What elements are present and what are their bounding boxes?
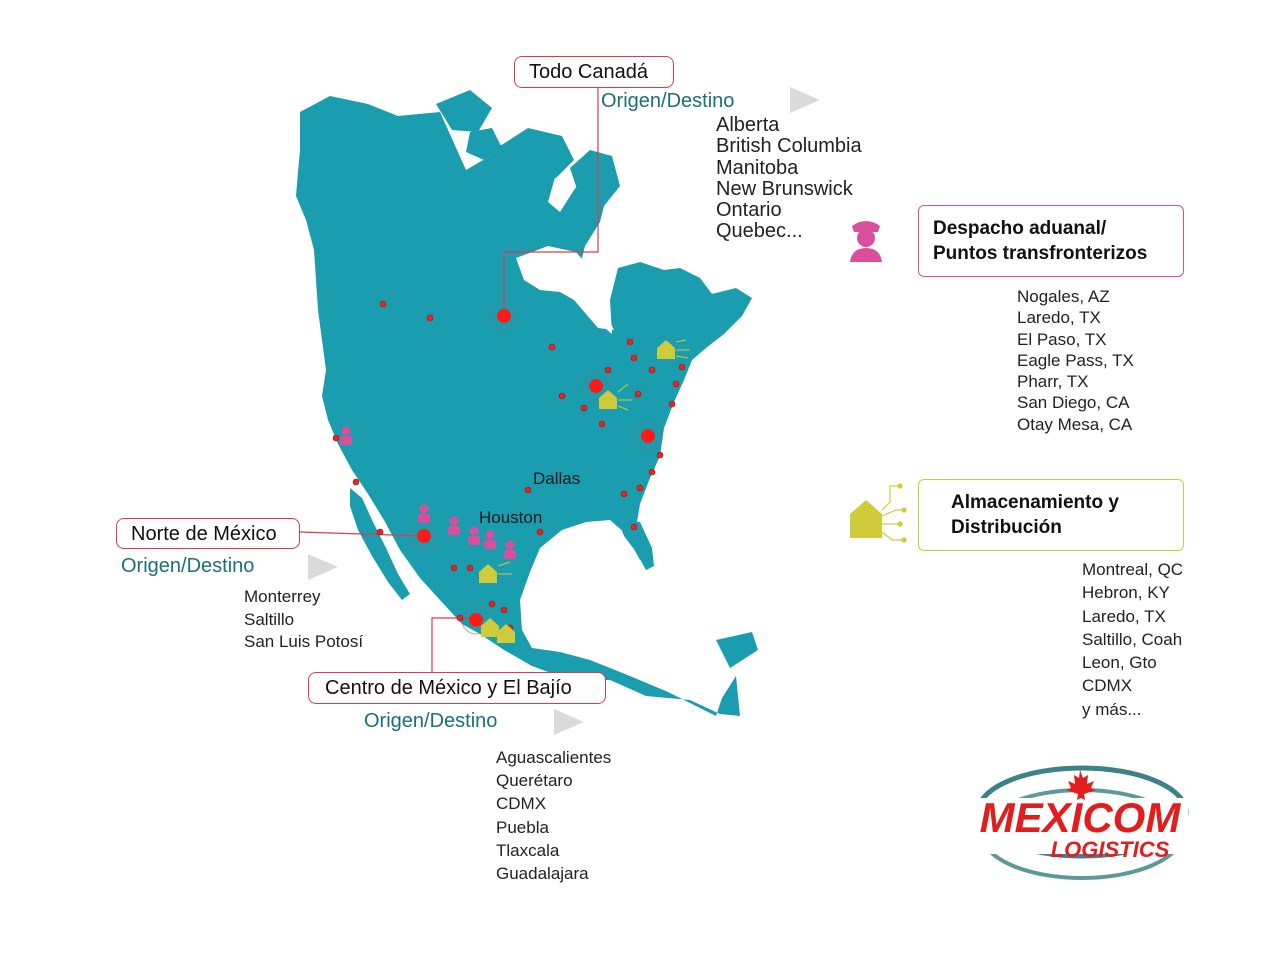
list-item: Laredo, TX	[1017, 308, 1101, 328]
warehouse-icon	[497, 624, 515, 643]
list-item: Ontario	[716, 199, 782, 222]
city-dots	[332, 300, 686, 632]
hub-north-mexico-dot	[417, 529, 431, 543]
list-item: Leon, Gto	[1082, 653, 1157, 673]
list-item: Puebla	[496, 817, 549, 837]
customs-point-list: Nogales, AZ Laredo, TX El Paso, TX Eagle…	[1017, 286, 1134, 435]
list-item: Monterrey	[244, 587, 321, 606]
customs-officer-icon	[484, 530, 496, 549]
warehouse-icon	[599, 390, 617, 409]
list-item: Montreal, QC	[1082, 560, 1184, 579]
list-item: San Luis Potosí	[244, 632, 364, 651]
canada-connector	[503, 88, 599, 316]
hub-canada-dot	[497, 309, 511, 323]
storage-callout: Almacenamiento y Distribución	[918, 479, 1184, 551]
list-item: San Diego, CA	[1017, 393, 1130, 413]
customs-officer-icon	[448, 516, 460, 535]
hub-east-us-dot	[641, 429, 655, 443]
list-item: Laredo, TX	[1082, 606, 1166, 626]
central-mexico-origin-label: Origen/Destino	[364, 710, 498, 732]
baja-california	[350, 488, 410, 600]
logo-line1: MEXICOM	[980, 794, 1182, 841]
storage-title-line2: Distribución	[951, 517, 1062, 538]
hub-ontario	[581, 371, 611, 401]
storage-title-line1: Almacenamiento y	[951, 492, 1119, 513]
customs-officer-icon	[468, 526, 480, 545]
warehouse-icons	[479, 340, 675, 643]
map-label-houston: Houston	[479, 508, 543, 527]
list-item: Guadalajara	[496, 864, 589, 884]
list-item: Pharr, TX	[1017, 372, 1089, 392]
list-item: British Columbia	[716, 135, 862, 158]
customs-title-line2: Puntos transfronterizos	[933, 243, 1148, 264]
customs-officer-icon	[340, 426, 352, 445]
hub-central-mexico-dot	[469, 613, 483, 627]
north-mexico-connector	[299, 531, 425, 537]
list-item: New Brunswick	[716, 177, 853, 200]
list-item: El Paso, TX	[1017, 329, 1107, 349]
central-mexico-city-list: Aguascalientes Querétaro CDMX Puebla Tla…	[496, 746, 611, 885]
warehouse-icon	[657, 340, 675, 359]
list-item: Hebron, KY	[1082, 583, 1170, 603]
logo-line2: LOGISTICS	[1051, 837, 1170, 862]
list-item: CDMX	[1082, 676, 1133, 696]
list-item: Tlaxcala	[496, 840, 560, 860]
map-label-dallas: Dallas	[533, 469, 581, 488]
mexicom-logo: MEXICOM LOGISTICS	[974, 765, 1189, 880]
north-mexico-callout: Norte de México	[116, 518, 300, 549]
warehouse-icon-large	[850, 483, 907, 543]
florida	[618, 520, 654, 570]
customs-officer-icon	[504, 540, 516, 559]
canada-title: Todo Canadá	[529, 61, 648, 83]
list-item: Saltillo, Coah	[1082, 629, 1183, 649]
customs-officer-icon-large	[850, 221, 882, 262]
warehouse-icon	[481, 618, 499, 637]
customs-officer-icons	[340, 426, 516, 559]
gulf-of-california	[378, 520, 418, 594]
list-item: Saltillo	[244, 609, 295, 629]
central-mexico-title: Centro de México y El Bajío	[325, 677, 572, 699]
north-mexico-city-list: Monterrey Saltillo San Luis Potosí	[244, 586, 363, 654]
list-item: Alberta	[716, 114, 780, 136]
hub-ontario-dot	[589, 379, 603, 393]
newfoundland	[706, 292, 730, 322]
hub-canada	[489, 301, 519, 331]
central-mexico-callout: Centro de México y El Bajío	[308, 672, 606, 704]
list-item: Eagle Pass, TX	[1017, 350, 1134, 370]
canada-arrow-icon	[790, 87, 820, 113]
north-mexico-title: Norte de México	[131, 522, 277, 545]
canada-province-list: Alberta British Columbia Manitoba New Br…	[716, 114, 862, 243]
hub-east-us	[633, 421, 663, 451]
storage-location-list: Montreal, QC Hebron, KY Laredo, TX Salti…	[1082, 558, 1183, 721]
list-item: Querétaro	[496, 771, 573, 791]
list-item: Manitoba	[716, 156, 799, 179]
caribbean-island	[716, 632, 758, 668]
central-mexico-arrow-icon	[554, 709, 584, 735]
maple-leaf-icon	[1066, 770, 1096, 800]
north-mexico-arrow-icon	[308, 554, 338, 580]
customs-callout: Despacho aduanal/ Puntos transfronterizo…	[918, 205, 1184, 277]
canada-callout: Todo Canadá	[514, 56, 674, 88]
customs-title-line1: Despacho aduanal/	[933, 218, 1107, 239]
hudson-bay	[516, 246, 614, 330]
list-item: Otay Mesa, CA	[1017, 414, 1133, 434]
warehouse-icon	[479, 564, 497, 583]
customs-officer-icon	[418, 504, 430, 523]
canada-origin-label: Origen/Destino	[601, 90, 735, 112]
list-item: Quebec...	[716, 220, 803, 243]
warehouse-network-lines	[497, 339, 690, 575]
north-mexico-origin-label: Origen/Destino	[121, 555, 255, 577]
list-item: Aguascalientes	[496, 748, 612, 767]
list-item: y más...	[1082, 699, 1142, 719]
north-america-landmass	[296, 96, 752, 716]
list-item: Nogales, AZ	[1017, 287, 1110, 306]
arctic-islands	[436, 90, 620, 206]
list-item: CDMX	[496, 794, 547, 814]
